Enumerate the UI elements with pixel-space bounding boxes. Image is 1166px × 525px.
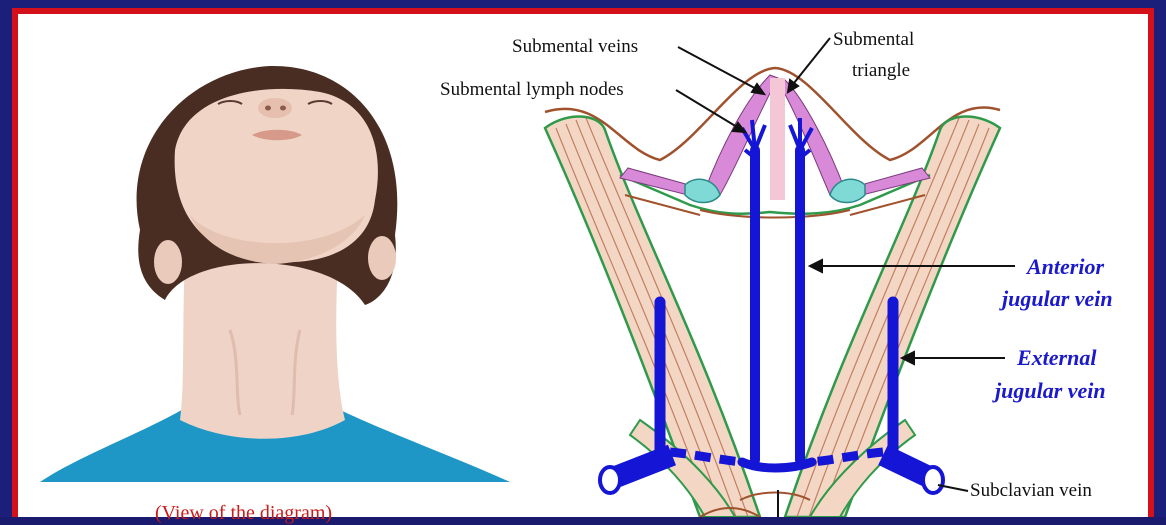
- image-caption: (View of the diagram): [155, 502, 332, 525]
- label-submental-triangle-line2: triangle: [852, 60, 910, 82]
- subclavian-vein-right: [883, 455, 943, 493]
- subclavian-vein-left: [600, 455, 672, 493]
- mylohyoid-right: [777, 80, 845, 195]
- mylohyoid-left: [705, 75, 778, 195]
- jugular-venous-arch: [670, 452, 883, 462]
- label-subclavian-vein: Subclavian vein: [970, 480, 1092, 502]
- label-submental-triangle-line1: Submental: [833, 29, 914, 51]
- label-anterior-jugular-line1: Anterior: [1027, 254, 1104, 280]
- submental-triangle-shape: [770, 78, 785, 200]
- neck-diagram: [545, 68, 1000, 517]
- person-photo: [40, 66, 510, 482]
- label-external-jugular-line2: jugular vein: [995, 378, 1106, 404]
- label-anterior-jugular-line2: jugular vein: [1002, 286, 1113, 312]
- label-external-jugular-line1: External: [1017, 345, 1096, 371]
- label-submental-veins: Submental veins: [512, 36, 638, 58]
- label-submental-lymph-nodes: Submental lymph nodes: [440, 79, 624, 101]
